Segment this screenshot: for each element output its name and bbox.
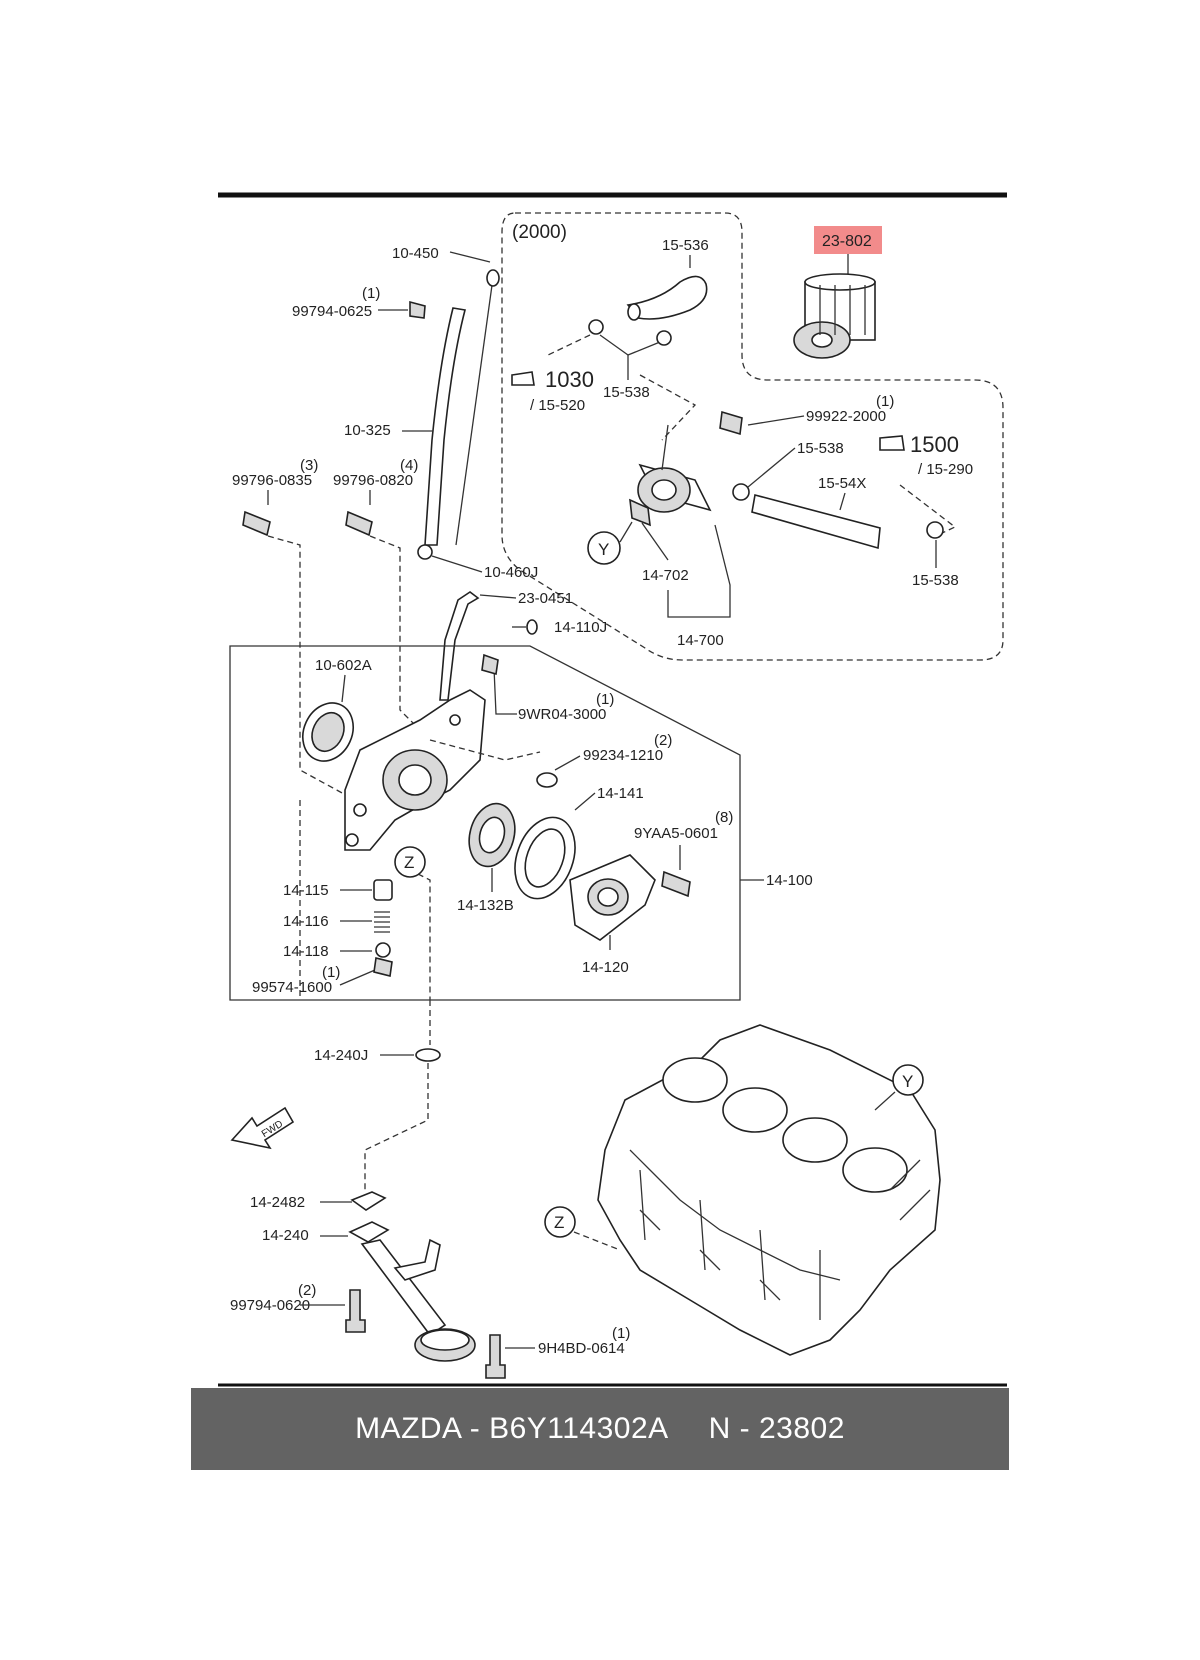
label-10-450: 10-450	[392, 245, 439, 262]
label-15-538a: 15-538	[603, 384, 650, 401]
oil-pump-group-box	[229, 645, 741, 1001]
label-14-110j: 14-110J	[554, 619, 607, 636]
qty-8: (8)	[715, 809, 733, 826]
oil-filter-part	[793, 273, 876, 359]
group-2000-outline	[501, 212, 1004, 661]
label-10-460j: 10-460J	[484, 564, 538, 581]
label-99794-0620: 99794-0620	[230, 1297, 310, 1314]
ref-circle-y-block	[892, 1064, 924, 1096]
ref-circle-y-upper	[587, 531, 621, 565]
footer-bar: MAZDA - B6Y114302A N - 23802	[191, 1388, 1009, 1470]
gasket-14-141	[514, 816, 576, 900]
label-14-240: 14-240	[262, 1227, 309, 1244]
qty-4: (4)	[400, 457, 418, 474]
ref-circle-z-pump	[394, 846, 426, 878]
engine-block	[597, 1024, 941, 1356]
ref-y-block: Y	[902, 1072, 913, 1091]
label-14-132b: 14-132B	[457, 897, 514, 914]
label-99574-1600: 99574-1600	[252, 979, 332, 996]
oil-cooler-part	[637, 424, 712, 513]
label-15-54x: 15-54X	[818, 475, 866, 492]
qty-1e: (1)	[612, 1325, 630, 1342]
label-99234-1210: 99234-1210	[583, 747, 663, 764]
qty-1c: (1)	[596, 691, 614, 708]
label-15-536: 15-536	[662, 237, 709, 254]
label-10-325: 10-325	[344, 422, 391, 439]
label-23-802: 23-802	[822, 233, 872, 250]
label-1500: 1500	[910, 432, 959, 457]
label-14-116: 14-116	[283, 913, 329, 930]
label-15-538b: 15-538	[797, 440, 844, 457]
label-14-118: 14-118	[283, 943, 329, 960]
strainer-14-240	[348, 1221, 476, 1362]
label-14-100: 14-100	[766, 872, 813, 889]
label-14-240j: 14-240J	[314, 1047, 368, 1064]
fwd-arrow: FWD	[230, 1106, 295, 1150]
rotor-14-132b	[468, 802, 516, 868]
qty-1d: (1)	[322, 964, 340, 981]
highlight-box	[814, 226, 882, 254]
qty-1b: (1)	[876, 393, 894, 410]
ref-y-upper: Y	[598, 540, 609, 559]
label-10-602a: 10-602A	[315, 657, 372, 674]
label-14-700: 14-700	[677, 632, 724, 649]
label-14-115: 14-115	[283, 882, 329, 899]
qty-3: (3)	[300, 457, 318, 474]
ref-z-block: Z	[554, 1213, 564, 1232]
label-15-520: / 15-520	[530, 397, 585, 414]
ref-z-pump: Z	[404, 853, 414, 872]
footer-ref-number: N - 23802	[708, 1412, 845, 1445]
ref-circle-z-block	[544, 1206, 576, 1238]
qty-1a: (1)	[362, 285, 380, 302]
cover-14-120	[569, 854, 656, 941]
qty-2a: (2)	[654, 732, 672, 749]
label-99796-0820: 99796-0820	[333, 472, 413, 489]
label-15-290: / 15-290	[918, 461, 973, 478]
footer-part-number: MAZDA - B6Y114302A	[355, 1412, 669, 1445]
label-99922-2000: 99922-2000	[806, 408, 886, 425]
label-9yaa5-0601: 9YAA5-0601	[634, 825, 718, 842]
label-14-702: 14-702	[642, 567, 689, 584]
label-99794-0625: 99794-0625	[292, 303, 372, 320]
label-99796-0835: 99796-0835	[232, 472, 312, 489]
label-15-538c: 15-538	[912, 572, 959, 589]
group-label: (2000)	[512, 222, 567, 243]
oil-pump-body	[344, 689, 486, 851]
label-14-120: 14-120	[582, 959, 629, 976]
label-9wr04-3000: 9WR04-3000	[518, 706, 606, 723]
label-1030: 1030	[545, 367, 594, 392]
label-14-2482: 14-2482	[250, 1194, 305, 1211]
label-9h4bd-0614: 9H4BD-0614	[538, 1340, 625, 1357]
label-23-0451: 23-0451	[518, 590, 573, 607]
label-14-141: 14-141	[597, 785, 644, 802]
qty-2b: (2)	[298, 1282, 316, 1299]
seal-10-602a	[302, 702, 354, 762]
